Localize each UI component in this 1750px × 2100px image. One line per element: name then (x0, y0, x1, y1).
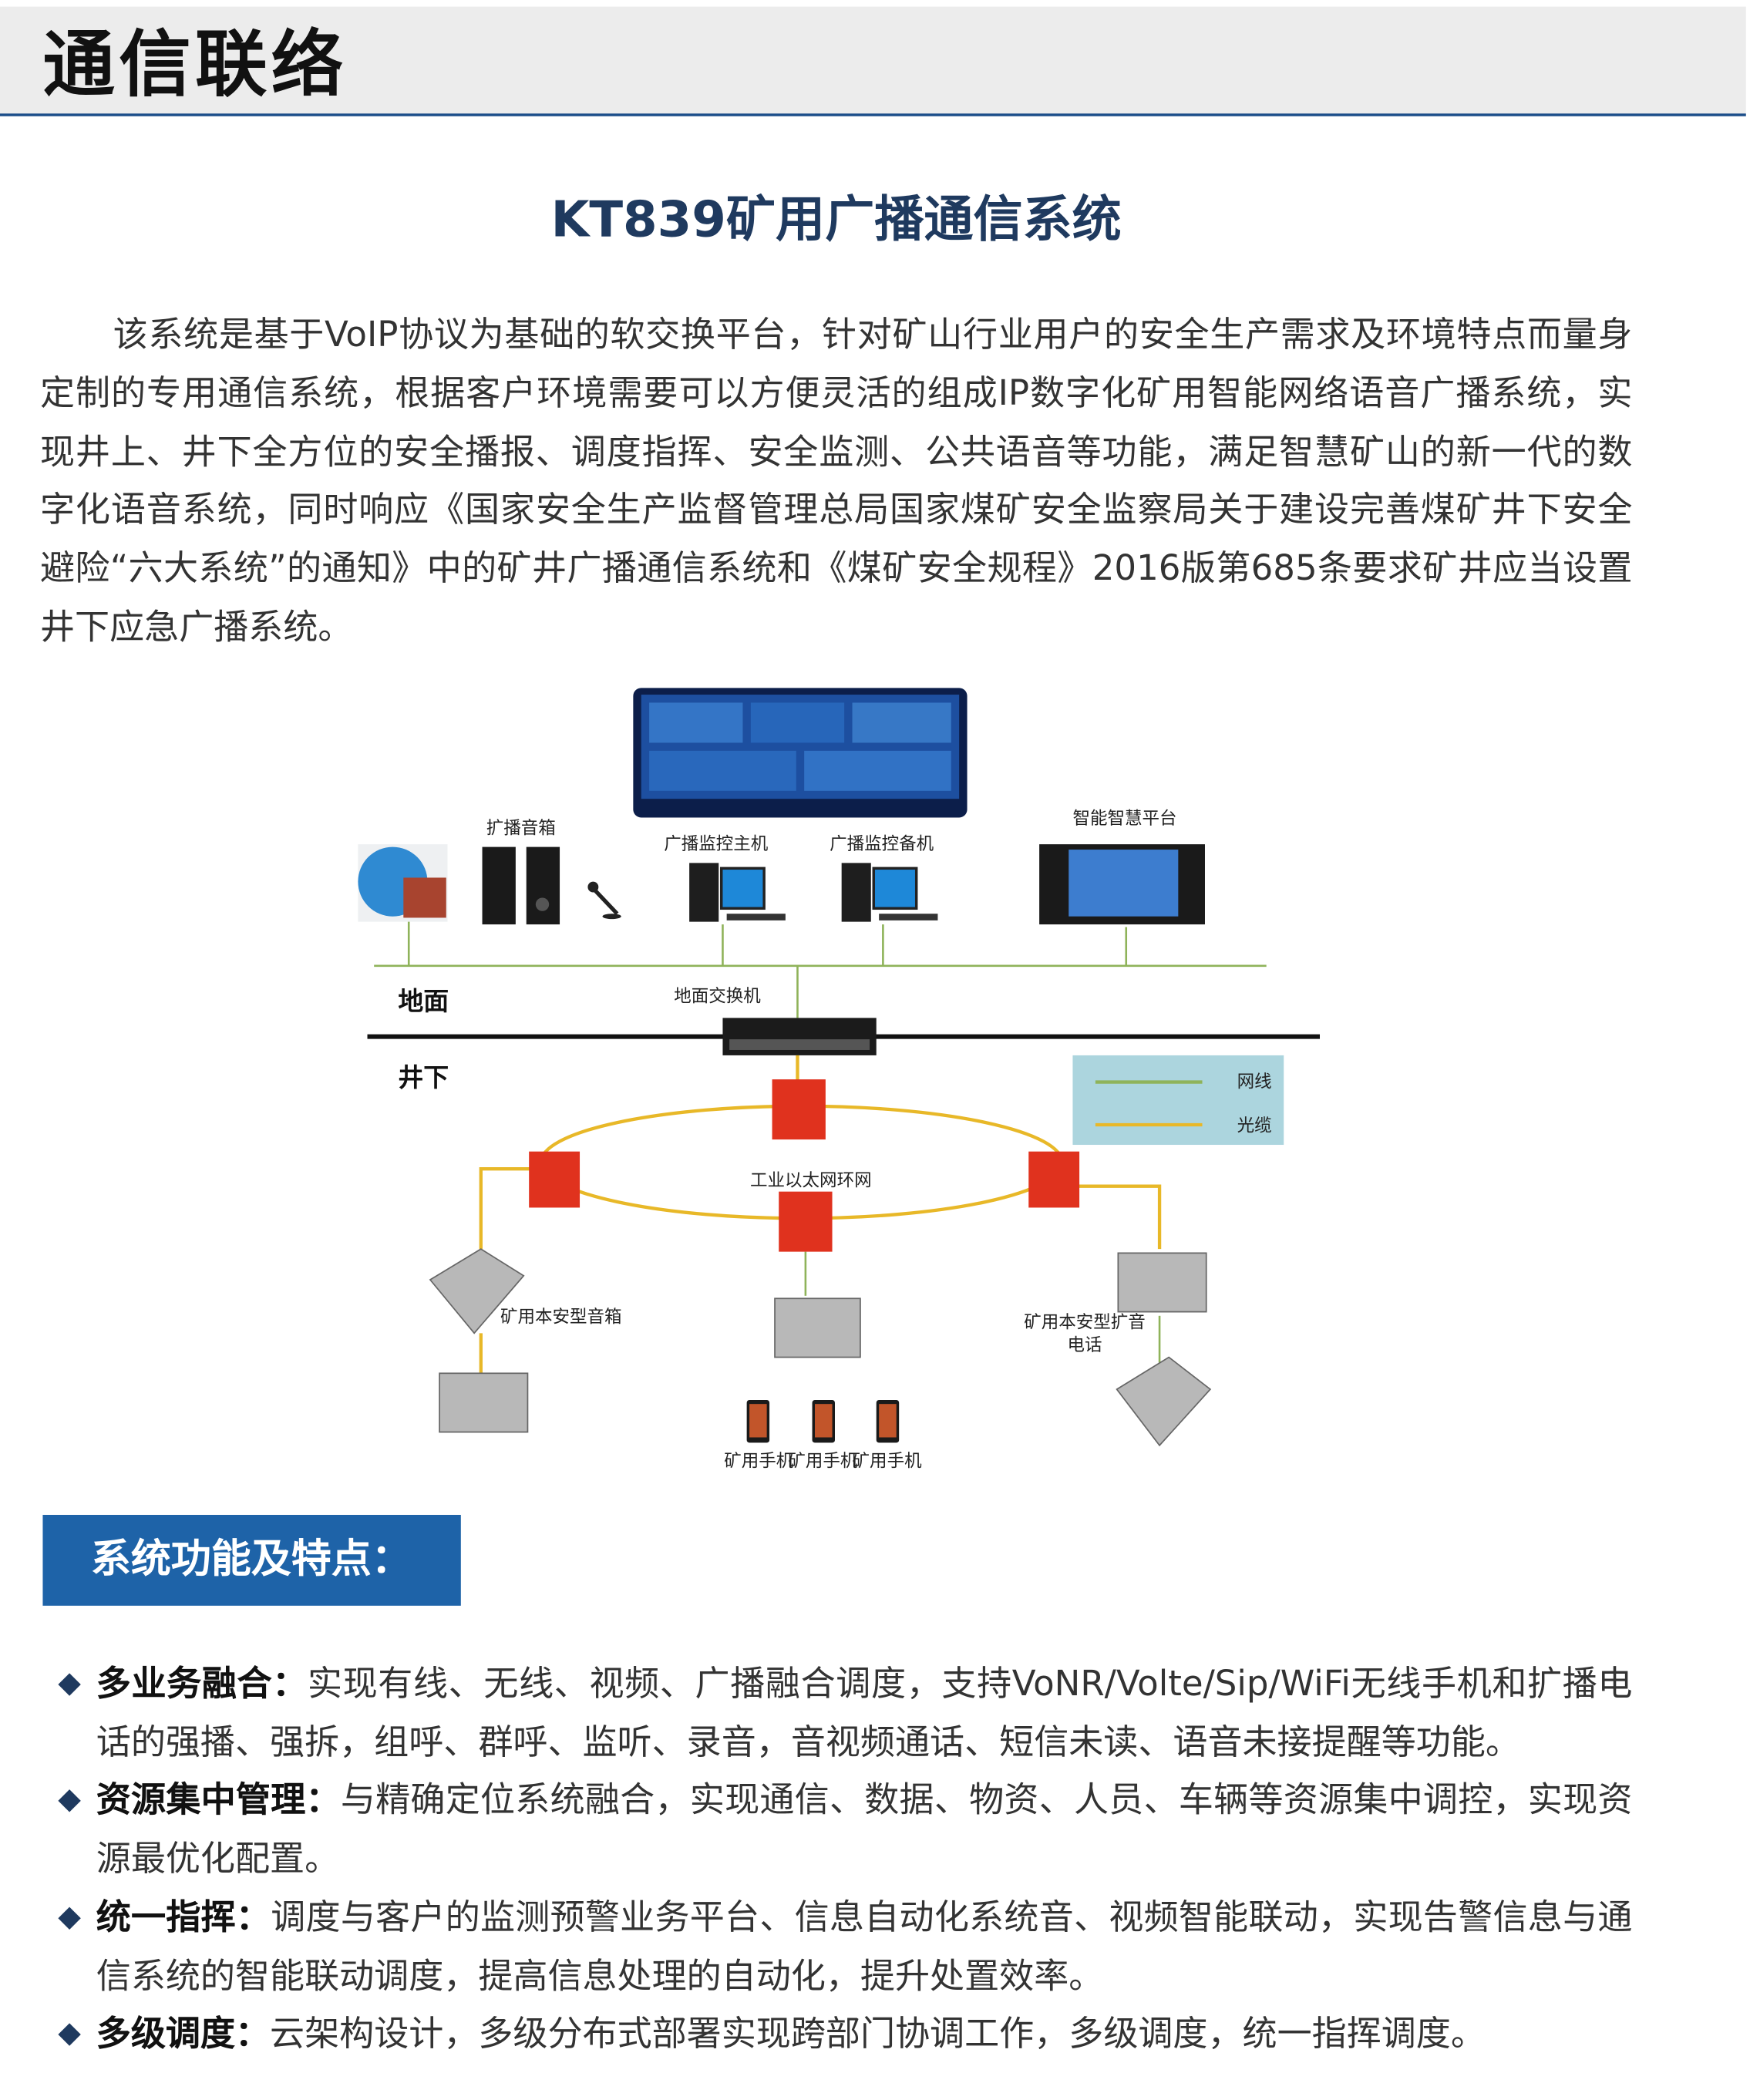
diamond-bullet-icon (58, 1789, 81, 1813)
feature-item: 多业务融合：实现有线、无线、视频、广播融合调度，支持VoNR/Volte/Sip… (53, 1657, 1632, 1773)
computer-icon-backup (841, 863, 938, 922)
ring-switch-nodes (529, 1079, 1080, 1252)
feature-heading: 统一指挥： (96, 1897, 271, 1938)
label-handset-3: 矿用手机 (853, 1452, 923, 1472)
handset-icons (746, 1399, 900, 1443)
ground-network-lines (374, 921, 1267, 1363)
video-wall-image (633, 688, 968, 818)
page-title: 通信联络 (42, 22, 348, 107)
feature-text: 实现有线、无线、视频、广播融合调度，支持VoNR/Volte/Sip/WiFi无… (96, 1664, 1633, 1763)
label-underground: 井下 (398, 1062, 449, 1092)
legend: 网线 光缆 (1072, 1055, 1284, 1146)
mine-devices (429, 1248, 1212, 1447)
platform-terminal-icon (1039, 844, 1205, 925)
label-mine-phone-line2: 电话 (1068, 1335, 1102, 1355)
features-list: 多业务融合：实现有线、无线、视频、广播融合调度，支持VoNR/Volte/Sip… (53, 1657, 1632, 2065)
computer-icon-main (689, 863, 786, 922)
label-host-main: 广播监控主机 (664, 834, 769, 854)
label-ring: 工业以太网环网 (750, 1171, 872, 1191)
label-ground: 地面 (398, 986, 449, 1016)
feature-heading: 多业务融合： (96, 1664, 308, 1705)
feature-text: 与精确定位系统融合，实现通信、数据、物资、人员、车辆等资源集中调控，实现资源最优… (96, 1781, 1633, 1880)
feature-item: 多级调度：云架构设计，多级分布式部署实现跨部门协调工作，多级调度，统一指挥调度。 (53, 2007, 1632, 2065)
feature-item: 统一指挥：调度与客户的监测预警业务平台、信息自动化系统音、视频智能联动，实现告警… (53, 1890, 1632, 2007)
firewall-icon (358, 844, 448, 922)
label-ground-switch: 地面交换机 (674, 987, 761, 1007)
microphone-icon (587, 881, 621, 920)
label-handset-1: 矿用手机 (724, 1452, 794, 1472)
label-mine-speaker: 矿用本安型音箱 (500, 1307, 622, 1327)
features-title: 系统功能及特点： (90, 1536, 412, 1583)
speaker-icon (482, 846, 560, 925)
feature-text: 云架构设计，多级分布式部署实现跨部门协调工作，多级调度，统一指挥调度。 (270, 2014, 1486, 2055)
feature-heading: 资源集中管理： (96, 1781, 341, 1822)
feature-text: 调度与客户的监测预警业务平台、信息自动化系统音、视频智能联动，实现告警信息与通信… (96, 1897, 1633, 1997)
diamond-bullet-icon (58, 2023, 81, 2047)
legend-fiber: 光缆 (1237, 1116, 1272, 1136)
switch-icon (722, 1018, 877, 1055)
legend-network-cable: 网线 (1237, 1072, 1272, 1092)
label-host-backup: 广播监控备机 (830, 834, 934, 854)
feature-heading: 多级调度： (96, 2014, 271, 2055)
label-speaker: 扩播音箱 (486, 818, 556, 838)
diamond-bullet-icon (58, 1906, 81, 1930)
diamond-bullet-icon (58, 1673, 81, 1696)
label-handset-2: 矿用手机 (788, 1452, 858, 1472)
system-title: KT839矿用广播通信系统 (550, 190, 1122, 249)
label-platform: 智能智慧平台 (1072, 809, 1176, 829)
feature-item: 资源集中管理：与精确定位系统融合，实现通信、数据、物资、人员、车辆等资源集中调控… (53, 1773, 1632, 1890)
label-mine-phone-line1: 矿用本安型扩音 (1024, 1312, 1146, 1332)
header-band: 通信联络 (0, 6, 1746, 116)
intro-paragraph: 该系统是基于VoIP协议为基础的软交换平台，针对矿山行业用户的安全生产需求及环境… (39, 315, 1633, 648)
features-section-header: 系统功能及特点： (42, 1514, 461, 1606)
